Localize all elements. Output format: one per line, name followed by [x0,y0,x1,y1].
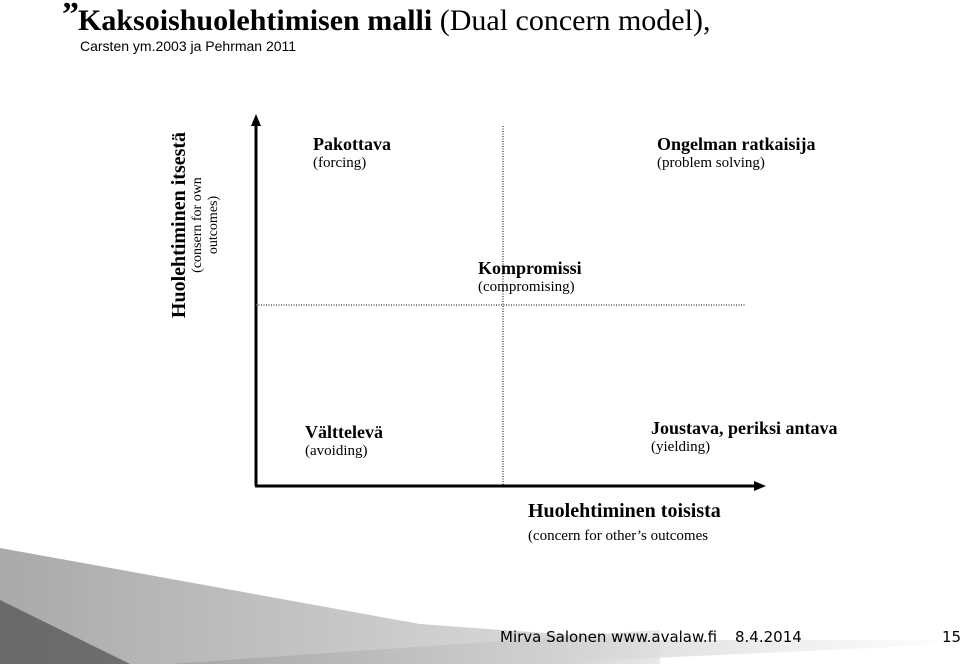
footer-author: Mirva Salonen www.avalaw.fi [500,628,718,646]
y-axis-sub-2: outcomes) [206,195,221,255]
yielding-title: Joustava, periksi antava [651,418,838,438]
problem-solving-title: Ongelman ratkaisija [657,134,816,154]
y-axis-sub-1: (consern for own [190,177,205,273]
decor-stripe-main [0,548,960,664]
quadrant-forcing: Pakottava (forcing) [313,134,391,172]
title-quote-mark: ” [62,0,79,33]
avoiding-sub: (avoiding) [305,443,368,459]
title-rest-part: (Dual concern model), [432,4,711,37]
title-bold-part: Kaksoishuolehtimisen malli [78,4,433,37]
yielding-sub: (yielding) [651,439,711,455]
quadrant-compromising: Kompromissi (compromising) [478,258,582,296]
forcing-sub: (forcing) [313,155,367,171]
slide-subtitle: Carsten ym.2003 ja Pehrman 2011 [80,38,297,54]
compromising-title: Kompromissi [478,258,582,278]
quadrant-avoiding: Välttelevä (avoiding) [305,422,383,460]
y-axis-title: Huolehtiminen itsestä [168,131,190,319]
x-axis-arrow [754,481,766,491]
x-axis-sub: (concern for other’s outcomes [528,528,709,544]
slide-title: Kaksoishuolehtimisen malli (Dual concern… [78,4,710,38]
avoiding-title: Välttelevä [305,422,383,442]
quadrant-yielding: Joustava, periksi antava (yielding) [651,418,838,456]
footer-date: 8.4.2014 [735,628,802,646]
y-axis-arrow [251,114,261,126]
problem-solving-sub: (problem solving) [657,155,765,171]
y-axis-label: Huolehtiminen itsestä (consern for own o… [168,120,222,330]
compromising-sub: (compromising) [478,279,575,295]
quadrant-problem-solving: Ongelman ratkaisija (problem solving) [657,134,816,172]
decor-stripe-shadow [0,600,130,664]
x-axis-title: Huolehtiminen toisista [528,500,721,522]
page-number: 15 [942,628,960,646]
forcing-title: Pakottava [313,134,391,154]
